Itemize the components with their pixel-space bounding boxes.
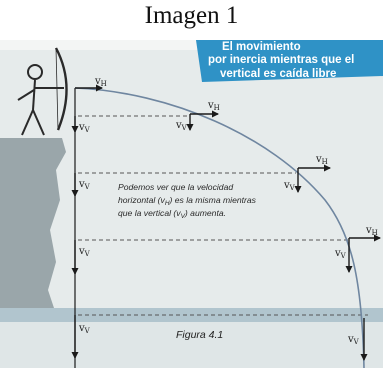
vv-label-drop-4: vV xyxy=(78,323,91,335)
vv-label-curve-1: vV xyxy=(175,120,188,132)
banner-line-3: vertical es caída libre xyxy=(220,68,336,80)
vv-label-drop-1: vV xyxy=(78,122,91,134)
note-line-2: horizontal (vH) es la misma mientras xyxy=(118,195,257,207)
figure-caption: Figura 4.1 xyxy=(176,329,223,341)
image-heading: Imagen 1 xyxy=(144,2,239,29)
vv-label-curve-2: vV xyxy=(283,180,296,192)
vv-label-drop-2: vV xyxy=(78,179,91,191)
banner-line-1: El movimiento xyxy=(222,41,301,53)
banner-line-2: por inercia mientras que el xyxy=(208,54,354,66)
note-line-3: que la vertical (vV) aumenta. xyxy=(118,208,226,220)
vh-label-3: vH xyxy=(315,154,328,166)
textbook-figure: El movimiento por inercia mientras que e… xyxy=(0,40,383,368)
note-line-1: Podemos ver que la velocidad xyxy=(118,182,233,192)
projectile-diagram: El movimiento por inercia mientras que e… xyxy=(0,40,383,368)
vh-label-1: vH xyxy=(94,76,107,88)
horizontal-velocity-vectors xyxy=(75,84,381,242)
vv-label-curve-4: vV xyxy=(347,334,360,346)
trajectory-curve xyxy=(74,87,365,368)
vh-label-4: vH xyxy=(365,225,378,237)
cliff xyxy=(0,138,66,308)
curve-vertical-vectors xyxy=(186,114,368,361)
archer-icon xyxy=(17,47,68,136)
vv-label-drop-3: vV xyxy=(78,246,91,258)
height-reference-lines xyxy=(78,115,368,316)
vh-label-2: vH xyxy=(207,100,220,112)
title-banner xyxy=(196,40,383,82)
vv-label-curve-3: vV xyxy=(334,248,347,260)
